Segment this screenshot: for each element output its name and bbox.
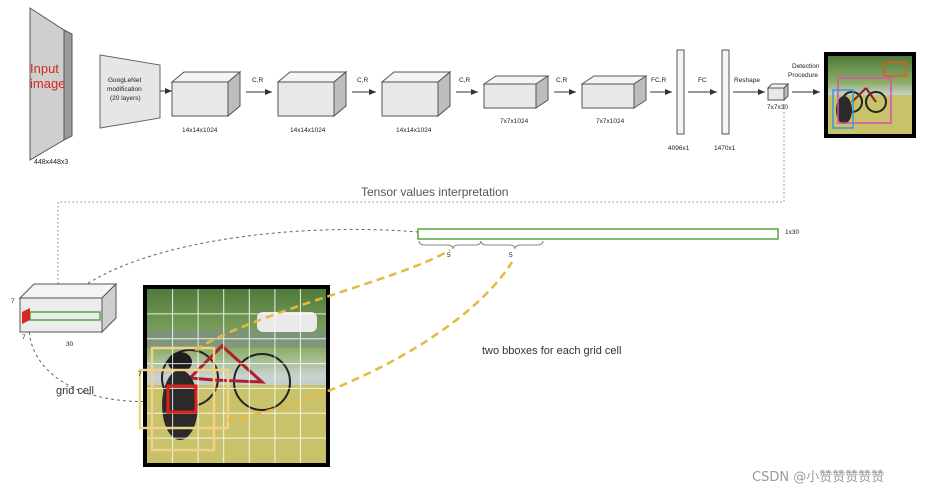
brace-label-second: 5: [509, 252, 513, 259]
output-dims: 7x7x30: [767, 104, 788, 111]
output-tensor-cube: [766, 82, 790, 102]
arrow-label-reshape: Reshape: [734, 77, 761, 84]
cube-side-label: 7: [11, 298, 15, 305]
arrow-label-fc: FC: [698, 77, 707, 84]
grid-side-label: 7: [138, 371, 142, 378]
grid-cell-label: grid cell: [56, 385, 94, 397]
cube-bottom-left-label: 7: [22, 334, 26, 341]
conv-block-5: [580, 75, 648, 109]
bboxes-label: two bboxes for each grid cell: [482, 345, 622, 357]
brace-first-5: [418, 240, 482, 250]
input-title-line1: Input: [30, 61, 59, 76]
detection-line2: Procedure: [788, 72, 818, 79]
tensor-cube-7x7x30: [18, 282, 118, 334]
googlenet-line2: modification: [107, 86, 142, 93]
conv-block-4-dims: 7x7x1024: [500, 118, 529, 125]
grey-dashed-link-bottom: [28, 313, 171, 402]
vector-label-1x30: 1x30: [785, 229, 800, 236]
arrow-label-cr-2: C,R: [357, 77, 369, 84]
googlenet-block: [99, 54, 161, 129]
arrow-label-cr-1: C,R: [252, 77, 264, 84]
yellow-dashed-link-top: [194, 248, 451, 352]
grid-photo: [138, 285, 330, 467]
cube-depth-label: 30: [66, 341, 74, 348]
interpretation-title: Tensor values interpretation: [361, 185, 509, 199]
arrow-label-fcr: FC,R: [651, 77, 667, 84]
brace-label-first: 5: [447, 252, 451, 259]
conv-block-3: [380, 70, 452, 118]
fc-layer-1: [676, 49, 685, 135]
conv-block-5-dims: 7x7x1024: [596, 118, 625, 125]
fc-layer-1-dims: 4096x1: [668, 145, 690, 152]
yellow-dashed-link-bottom: [227, 261, 514, 422]
detection-thumbnail: [824, 52, 916, 138]
arrow-label-cr-3: C,R: [459, 77, 471, 84]
conv-block-2: [276, 70, 348, 118]
fc-layer-2: [721, 49, 730, 135]
conv-block-4: [482, 75, 550, 109]
input-dims: 448x448x3: [34, 159, 69, 166]
watermark: CSDN @小赞赞赞赞赞: [752, 470, 885, 485]
googlenet-line3: (20 layers): [110, 95, 141, 102]
detection-line1: Detection: [792, 63, 820, 70]
grid-cell-highlight: [166, 384, 198, 414]
bbox-2: [138, 368, 230, 430]
arrow-label-cr-4: C,R: [556, 77, 568, 84]
conv-block-2-dims: 14x14x1024: [290, 127, 326, 134]
bbox-1: [150, 346, 216, 452]
input-title-line2: image: [30, 76, 66, 91]
conv-block-3-dims: 14x14x1024: [396, 127, 432, 134]
interpretation-connector: [57, 104, 785, 285]
grey-dashed-link-top: [59, 228, 419, 307]
fc-layer-2-dims: 1470x1: [714, 145, 736, 152]
input-image-slab: [29, 7, 73, 161]
googlenet-line1: GoogLeNet: [108, 77, 142, 84]
conv-block-1-dims: 14x14x1024: [182, 127, 218, 134]
brace-second-5: [480, 240, 544, 250]
output-vector-1x30: [417, 228, 779, 240]
conv-block-1: [170, 70, 242, 118]
